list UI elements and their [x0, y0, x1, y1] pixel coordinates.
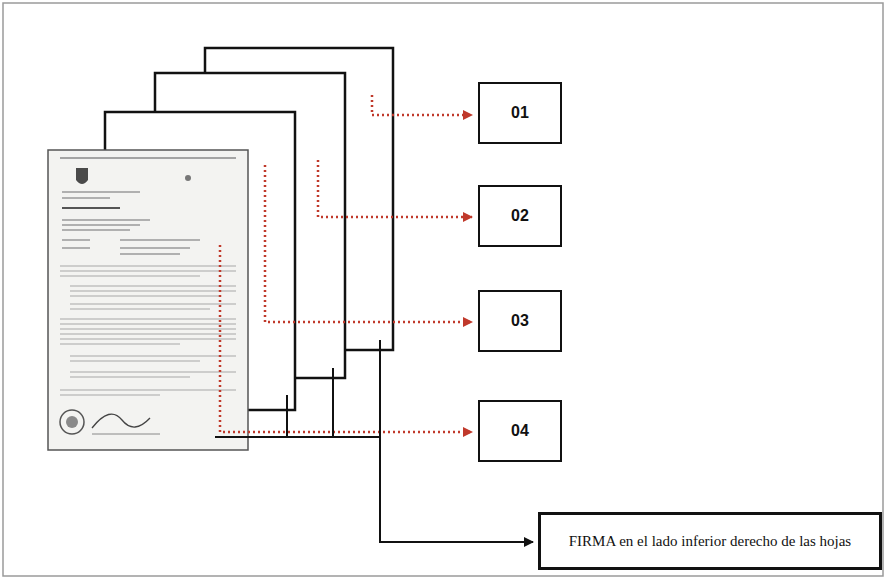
front-document: [48, 150, 248, 450]
page-number-box: 01: [478, 82, 562, 144]
callout-number: 02: [511, 207, 529, 225]
page-leader-lines: [220, 95, 472, 432]
signature-note-box: FIRMA en el lado inferior derecho de las…: [538, 512, 882, 570]
signature-note: FIRMA en el lado inferior derecho de las…: [555, 532, 865, 550]
page-number-box: 04: [478, 400, 562, 462]
callout-number: 01: [511, 104, 529, 122]
page-number-box: 02: [478, 185, 562, 247]
outer-frame: [3, 3, 883, 576]
page-number-box: 03: [478, 290, 562, 352]
callout-number: 04: [511, 422, 529, 440]
callout-number: 03: [511, 312, 529, 330]
